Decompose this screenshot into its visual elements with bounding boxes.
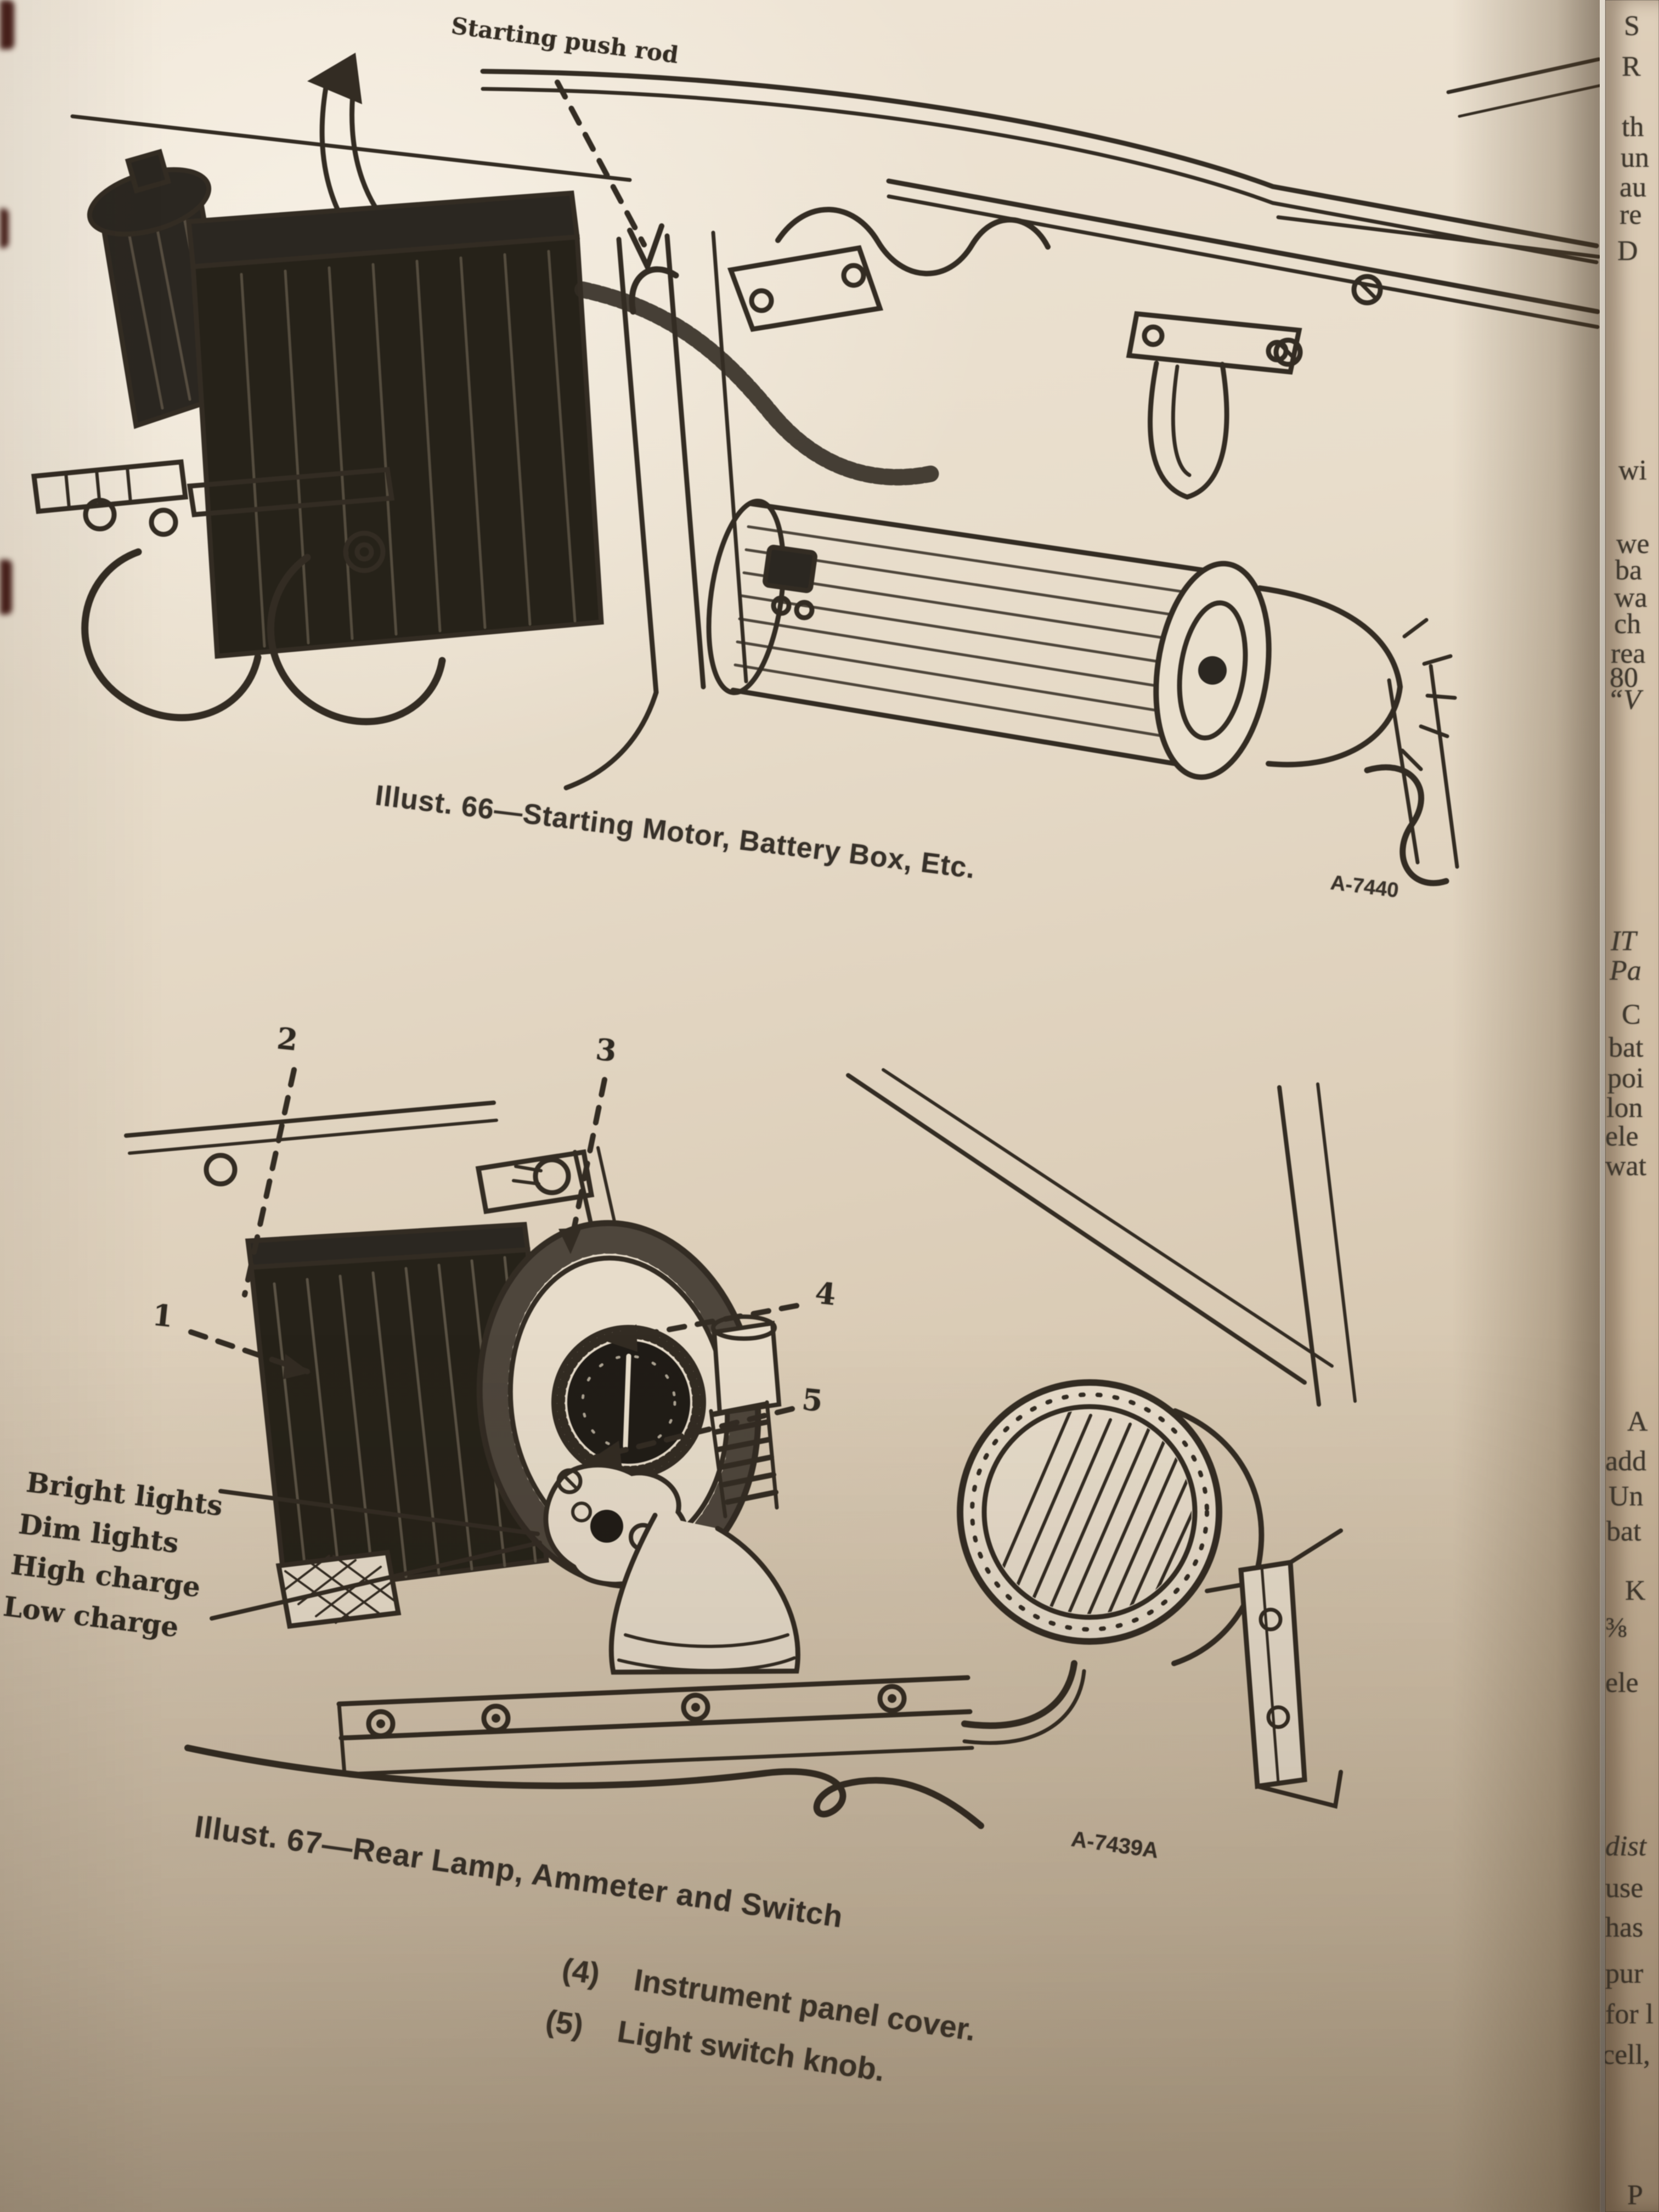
background-edge-sliver	[0, 560, 12, 614]
adjacent-page-text-fragment: poi	[1607, 1063, 1644, 1094]
adjacent-page-text-fragment: dist	[1605, 1831, 1647, 1862]
callout-5: 5	[800, 1381, 825, 1419]
adjacent-page-text-fragment: au	[1620, 172, 1647, 203]
adjacent-page-text-fragment: “V	[1607, 684, 1641, 715]
adjacent-page-text-fragment: P	[1627, 2180, 1643, 2211]
adjacent-page-text-fragment: S	[1624, 10, 1640, 42]
callout-4: 4	[813, 1275, 838, 1312]
adjacent-page-text-fragment: A	[1627, 1406, 1648, 1437]
adjacent-page-text-fragment: wat	[1605, 1150, 1647, 1182]
adjacent-page-text-fragment: Un	[1609, 1481, 1644, 1512]
adjacent-page-text-fragment: ⅜	[1605, 1612, 1627, 1644]
adjacent-page-text-fragment: add	[1605, 1446, 1647, 1477]
adjacent-page-text-fragment: rea	[1611, 638, 1646, 669]
legend-item-5-number: (5)	[543, 2002, 586, 2043]
adjacent-page-text-fragment: ele	[1605, 1667, 1639, 1699]
adjacent-page-text-fragment: pur	[1605, 1958, 1644, 1989]
adjacent-page-text-fragment: we	[1616, 528, 1650, 560]
adjacent-page-text-fragment: wi	[1618, 455, 1647, 486]
adjacent-page-text-fragment: cell,	[1605, 2039, 1651, 2070]
page-edge-highlight	[1600, 0, 1605, 2212]
adjacent-page-text-fragment: use	[1605, 1872, 1644, 1904]
adjacent-page-text-fragment: bat	[1609, 1032, 1644, 1063]
callout-3: 3	[594, 1031, 618, 1069]
adjacent-page-text-fragment: Pa	[1610, 955, 1641, 986]
illustration-67-drawing	[124, 1067, 1357, 1829]
callout-1: 1	[150, 1297, 175, 1334]
adjacent-page-text-fragment: un	[1621, 142, 1649, 173]
illustration-66-drawing	[31, 53, 1601, 887]
adjacent-page-text-fragment: IT	[1611, 926, 1637, 957]
callout-2: 2	[275, 1020, 300, 1058]
adjacent-page-text-fragment: ba	[1615, 555, 1643, 586]
adjacent-page-text-fragment: wa	[1614, 582, 1647, 613]
legend-item-4-number: (4)	[560, 1951, 602, 1991]
adjacent-page-text-fragment: ch	[1614, 608, 1641, 640]
adjacent-page-text-fragment: K	[1625, 1575, 1646, 1606]
adjacent-page-text-fragment: D	[1617, 235, 1638, 267]
background-edge-sliver	[0, 0, 14, 49]
adjacent-page-text-fragment: ele	[1605, 1121, 1639, 1152]
adjacent-page-text-fragment: has	[1605, 1912, 1644, 1943]
background-edge-sliver	[0, 208, 9, 248]
adjacent-page-text-fragment: re	[1620, 199, 1642, 230]
adjacent-page-text-fragment: 80	[1610, 662, 1638, 693]
adjacent-page-text-fragment: R	[1622, 51, 1641, 82]
adjacent-page-text-fragment: bat	[1606, 1516, 1641, 1547]
adjacent-page-text-fragment: th	[1622, 111, 1644, 143]
adjacent-page-text-fragment: for l	[1605, 1999, 1654, 2030]
adjacent-page-text-fragment: lon	[1606, 1092, 1643, 1124]
adjacent-page-text-fragment: C	[1622, 999, 1641, 1030]
